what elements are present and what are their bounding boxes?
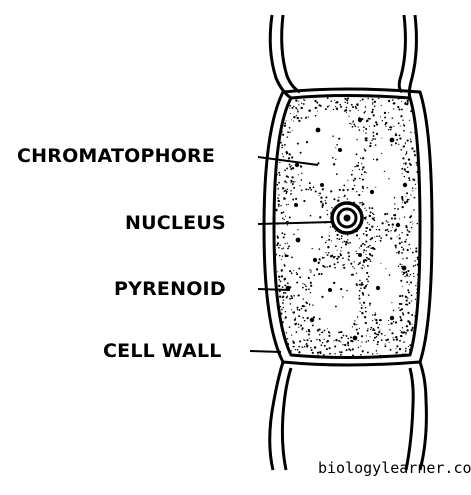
chromatophore-label: CHROMATOPHORE	[17, 145, 216, 167]
pyrenoid-leader	[257, 288, 291, 291]
lower-cell	[268, 361, 428, 471]
nucleus-body	[330, 201, 364, 235]
chromatophore-stipple	[275, 96, 420, 358]
nucleus-leader	[257, 221, 333, 225]
upper-cell	[268, 14, 418, 100]
nucleus-label: NUCLEUS	[125, 212, 226, 234]
cell-wall-label: CELL WALL	[103, 340, 222, 362]
cell-wall-leader	[249, 350, 282, 353]
chromatophore-leader	[257, 156, 319, 166]
leader-lines	[249, 156, 333, 353]
watermark: biologylearner.com	[318, 459, 471, 477]
pyrenoid-label: PYRENOID	[114, 278, 226, 300]
